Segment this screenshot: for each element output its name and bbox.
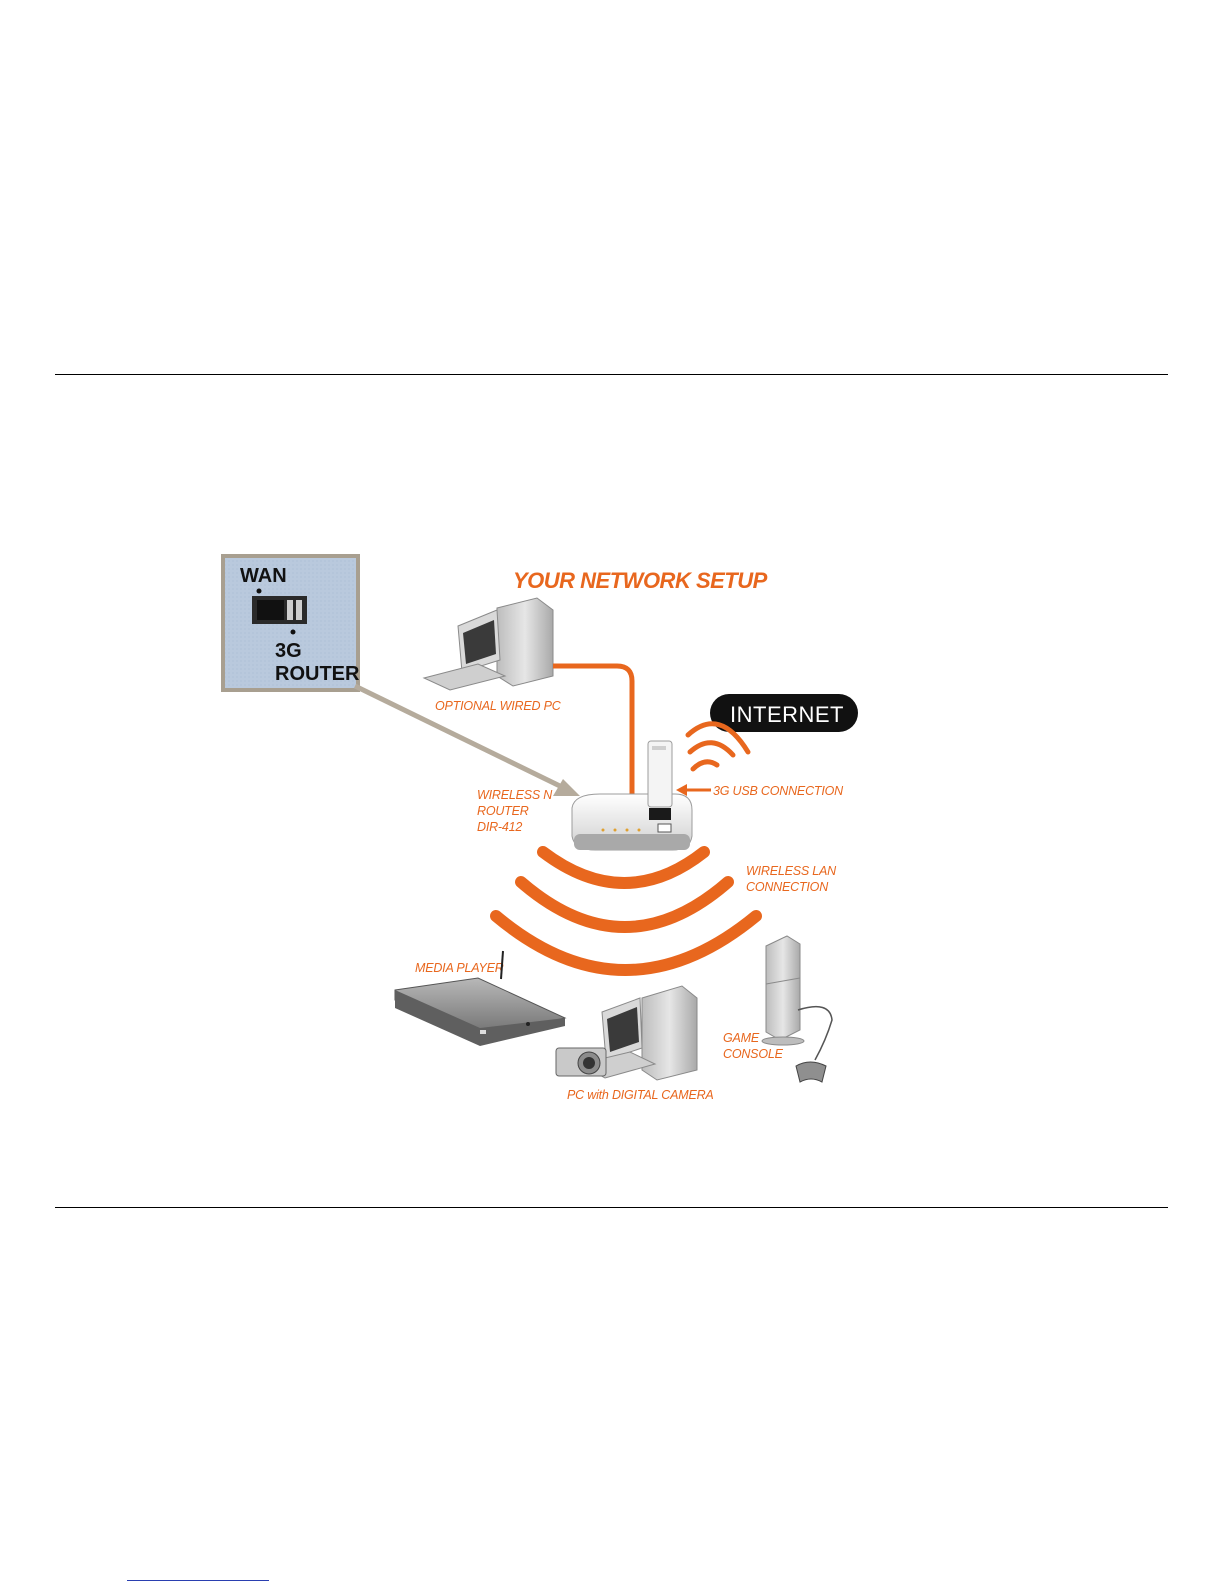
mode-switch-panel: WAN 3G ROUTER	[223, 556, 360, 690]
switch-indicator-dot	[257, 589, 262, 594]
label-media-player: MEDIA PLAYER	[415, 961, 504, 975]
label-3g-usb-connection: 3G USB CONNECTION	[713, 784, 844, 798]
internet-label: INTERNET	[730, 702, 844, 727]
switch-label-wan: WAN	[240, 565, 287, 587]
diagram-title: YOUR NETWORK SETUP	[513, 568, 768, 593]
label-game-line2: CONSOLE	[723, 1047, 784, 1061]
wired-connection-line	[553, 666, 632, 800]
wireless-lan-waves-icon	[496, 852, 756, 970]
label-wlan-line1: WIRELESS LAN	[746, 864, 837, 878]
switch-label-router: ROUTER	[275, 663, 360, 685]
label-wlan-line2: CONNECTION	[746, 880, 829, 894]
pc-with-camera-icon	[556, 986, 697, 1080]
internet-badge: INTERNET	[710, 694, 858, 732]
switch-label-3g: 3G	[275, 640, 302, 662]
label-game-line1: GAME	[723, 1031, 760, 1045]
label-pc-digital-camera: PC with DIGITAL CAMERA	[567, 1088, 714, 1102]
label-router-line1: WIRELESS N	[477, 788, 553, 802]
label-router-line2: ROUTER	[477, 804, 529, 818]
switch-indicator-dot	[291, 630, 296, 635]
label-optional-wired-pc: OPTIONAL WIRED PC	[435, 699, 562, 713]
label-router-line3: DIR-412	[477, 820, 522, 834]
wired-pc-icon	[424, 598, 553, 690]
